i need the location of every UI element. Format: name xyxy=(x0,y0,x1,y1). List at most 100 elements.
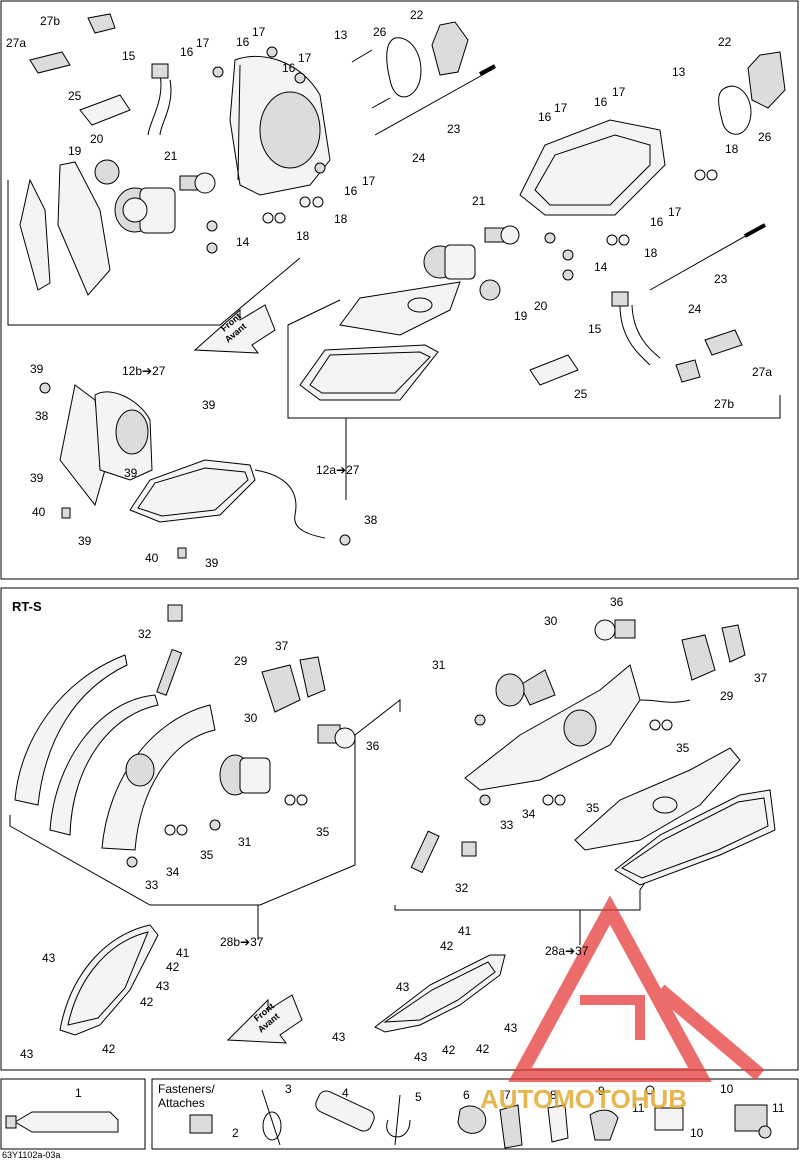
callout-b37: 37 xyxy=(754,671,768,685)
callout-r20: 20 xyxy=(534,299,548,313)
front-arrow-top xyxy=(193,304,276,354)
callout-27b: 27b xyxy=(40,14,60,28)
callout-a29: 29 xyxy=(234,654,248,668)
front-arrow-rts xyxy=(226,994,303,1044)
callout-r21: 21 xyxy=(472,194,486,208)
callout-r22: 22 xyxy=(718,35,732,49)
callout-n8: 8 xyxy=(550,1088,557,1102)
callout-a31: 31 xyxy=(238,835,252,849)
callout-d39d: 39 xyxy=(124,466,138,480)
callout-a35a: 35 xyxy=(200,848,214,862)
callout-n11a: 11 xyxy=(632,1101,645,1115)
right-callout-line xyxy=(287,299,781,419)
callout-r16c: 16 xyxy=(650,215,664,229)
callout-r17a: 17 xyxy=(554,101,568,115)
callout-b30: 30 xyxy=(544,614,558,628)
callout-n1: 1 xyxy=(75,1086,82,1100)
callout-b29: 29 xyxy=(720,689,734,703)
attaches-title: Attaches xyxy=(158,1096,205,1110)
callout-c43b: 43 xyxy=(156,979,170,993)
callout-18b: 18 xyxy=(334,212,348,226)
callout-e43c: 43 xyxy=(332,1030,346,1044)
rts-section-frame xyxy=(0,587,799,1071)
callout-b32: 32 xyxy=(455,881,469,895)
fasteners-box xyxy=(151,1078,799,1150)
callout-b31: 31 xyxy=(432,658,446,672)
callout-n11b: 11 xyxy=(772,1101,785,1115)
left-headlight-assembly xyxy=(19,13,331,296)
callout-16d: 16 xyxy=(344,184,358,198)
callout-r18b: 18 xyxy=(644,246,658,260)
callout-n4: 4 xyxy=(342,1086,349,1100)
callout-r17b: 17 xyxy=(612,85,626,99)
adjuster-group xyxy=(351,21,496,136)
callout-d40b: 40 xyxy=(145,551,159,565)
callout-13: 13 xyxy=(334,28,348,42)
rts-bezel-left xyxy=(59,924,159,1036)
callout-n10a: 10 xyxy=(720,1082,734,1096)
callout-r25: 25 xyxy=(574,387,588,401)
rts-left-callout xyxy=(9,698,401,906)
callout-23: 23 xyxy=(447,122,461,136)
callout-16a: 16 xyxy=(180,45,194,59)
callout-e43b: 43 xyxy=(504,1021,518,1035)
fastener-icons xyxy=(5,1085,772,1149)
callout-18a: 18 xyxy=(296,229,310,243)
callout-b36: 36 xyxy=(610,595,624,609)
callout-17c: 17 xyxy=(298,51,312,65)
callout-26: 26 xyxy=(373,25,387,39)
callout-b35b: 35 xyxy=(586,801,600,815)
callout-e43d: 43 xyxy=(414,1050,428,1064)
callout-a36: 36 xyxy=(366,739,380,753)
diagram-code: 63Y1102a-03a xyxy=(2,1150,60,1160)
callout-14a: 14 xyxy=(236,235,250,249)
rts-callout-labels: RT-S 32 29 37 30 36 31 34 33 35 35 36 30… xyxy=(12,595,768,1064)
rts-bezel-right xyxy=(374,954,506,1033)
callout-r24: 24 xyxy=(688,302,702,316)
callout-b34: 34 xyxy=(522,807,536,821)
callout-a37: 37 xyxy=(275,639,289,653)
callout-e42b: 42 xyxy=(442,1043,456,1057)
callout-d38a: 38 xyxy=(35,409,49,423)
callout-c28b: 28b➔37 xyxy=(220,935,264,949)
callout-r16a: 16 xyxy=(538,110,552,124)
callout-e42c: 42 xyxy=(476,1042,490,1056)
callout-r26: 26 xyxy=(758,130,772,144)
callout-d39e: 39 xyxy=(78,534,92,548)
callout-d39b: 39 xyxy=(202,398,216,412)
callout-20: 20 xyxy=(90,132,104,146)
callout-n9: 9 xyxy=(598,1084,605,1098)
rts-right-headlight xyxy=(410,619,776,886)
callout-d39a: 39 xyxy=(30,362,44,376)
callout-c42b: 42 xyxy=(140,995,154,1009)
callout-d39f: 39 xyxy=(205,556,219,570)
callout-n5: 5 xyxy=(415,1090,422,1104)
watermark-text: AUTOMOTOHUB xyxy=(480,1084,687,1114)
callout-21: 21 xyxy=(164,149,178,163)
callout-b35a: 35 xyxy=(676,741,690,755)
callout-c42a: 42 xyxy=(166,960,180,974)
callout-27a: 27a xyxy=(6,36,26,50)
rts-left-headlight xyxy=(14,604,356,868)
callout-d39c: 39 xyxy=(30,471,44,485)
fasteners-title: Fasteners/ xyxy=(158,1082,215,1096)
callout-d40a: 40 xyxy=(32,505,46,519)
callout-e28a: 28a➔37 xyxy=(545,944,589,958)
callout-n2: 2 xyxy=(232,1126,239,1140)
callout-a33: 33 xyxy=(145,878,159,892)
callout-16c: 16 xyxy=(282,61,296,75)
callout-r15: 15 xyxy=(588,322,602,336)
callout-b33: 33 xyxy=(500,818,514,832)
callout-r19: 19 xyxy=(514,309,528,323)
callout-a34: 34 xyxy=(166,865,180,879)
callout-d12b: 12b➔27 xyxy=(122,364,166,378)
callout-c41: 41 xyxy=(176,946,190,960)
callout-a32: 32 xyxy=(138,627,152,641)
callout-e43a: 43 xyxy=(396,980,410,994)
callout-r27a: 27a xyxy=(752,365,772,379)
callout-n3: 3 xyxy=(285,1082,292,1096)
callout-22: 22 xyxy=(410,8,424,22)
callout-16b: 16 xyxy=(236,35,250,49)
callout-r16b: 16 xyxy=(594,95,608,109)
callout-a30: 30 xyxy=(244,711,258,725)
